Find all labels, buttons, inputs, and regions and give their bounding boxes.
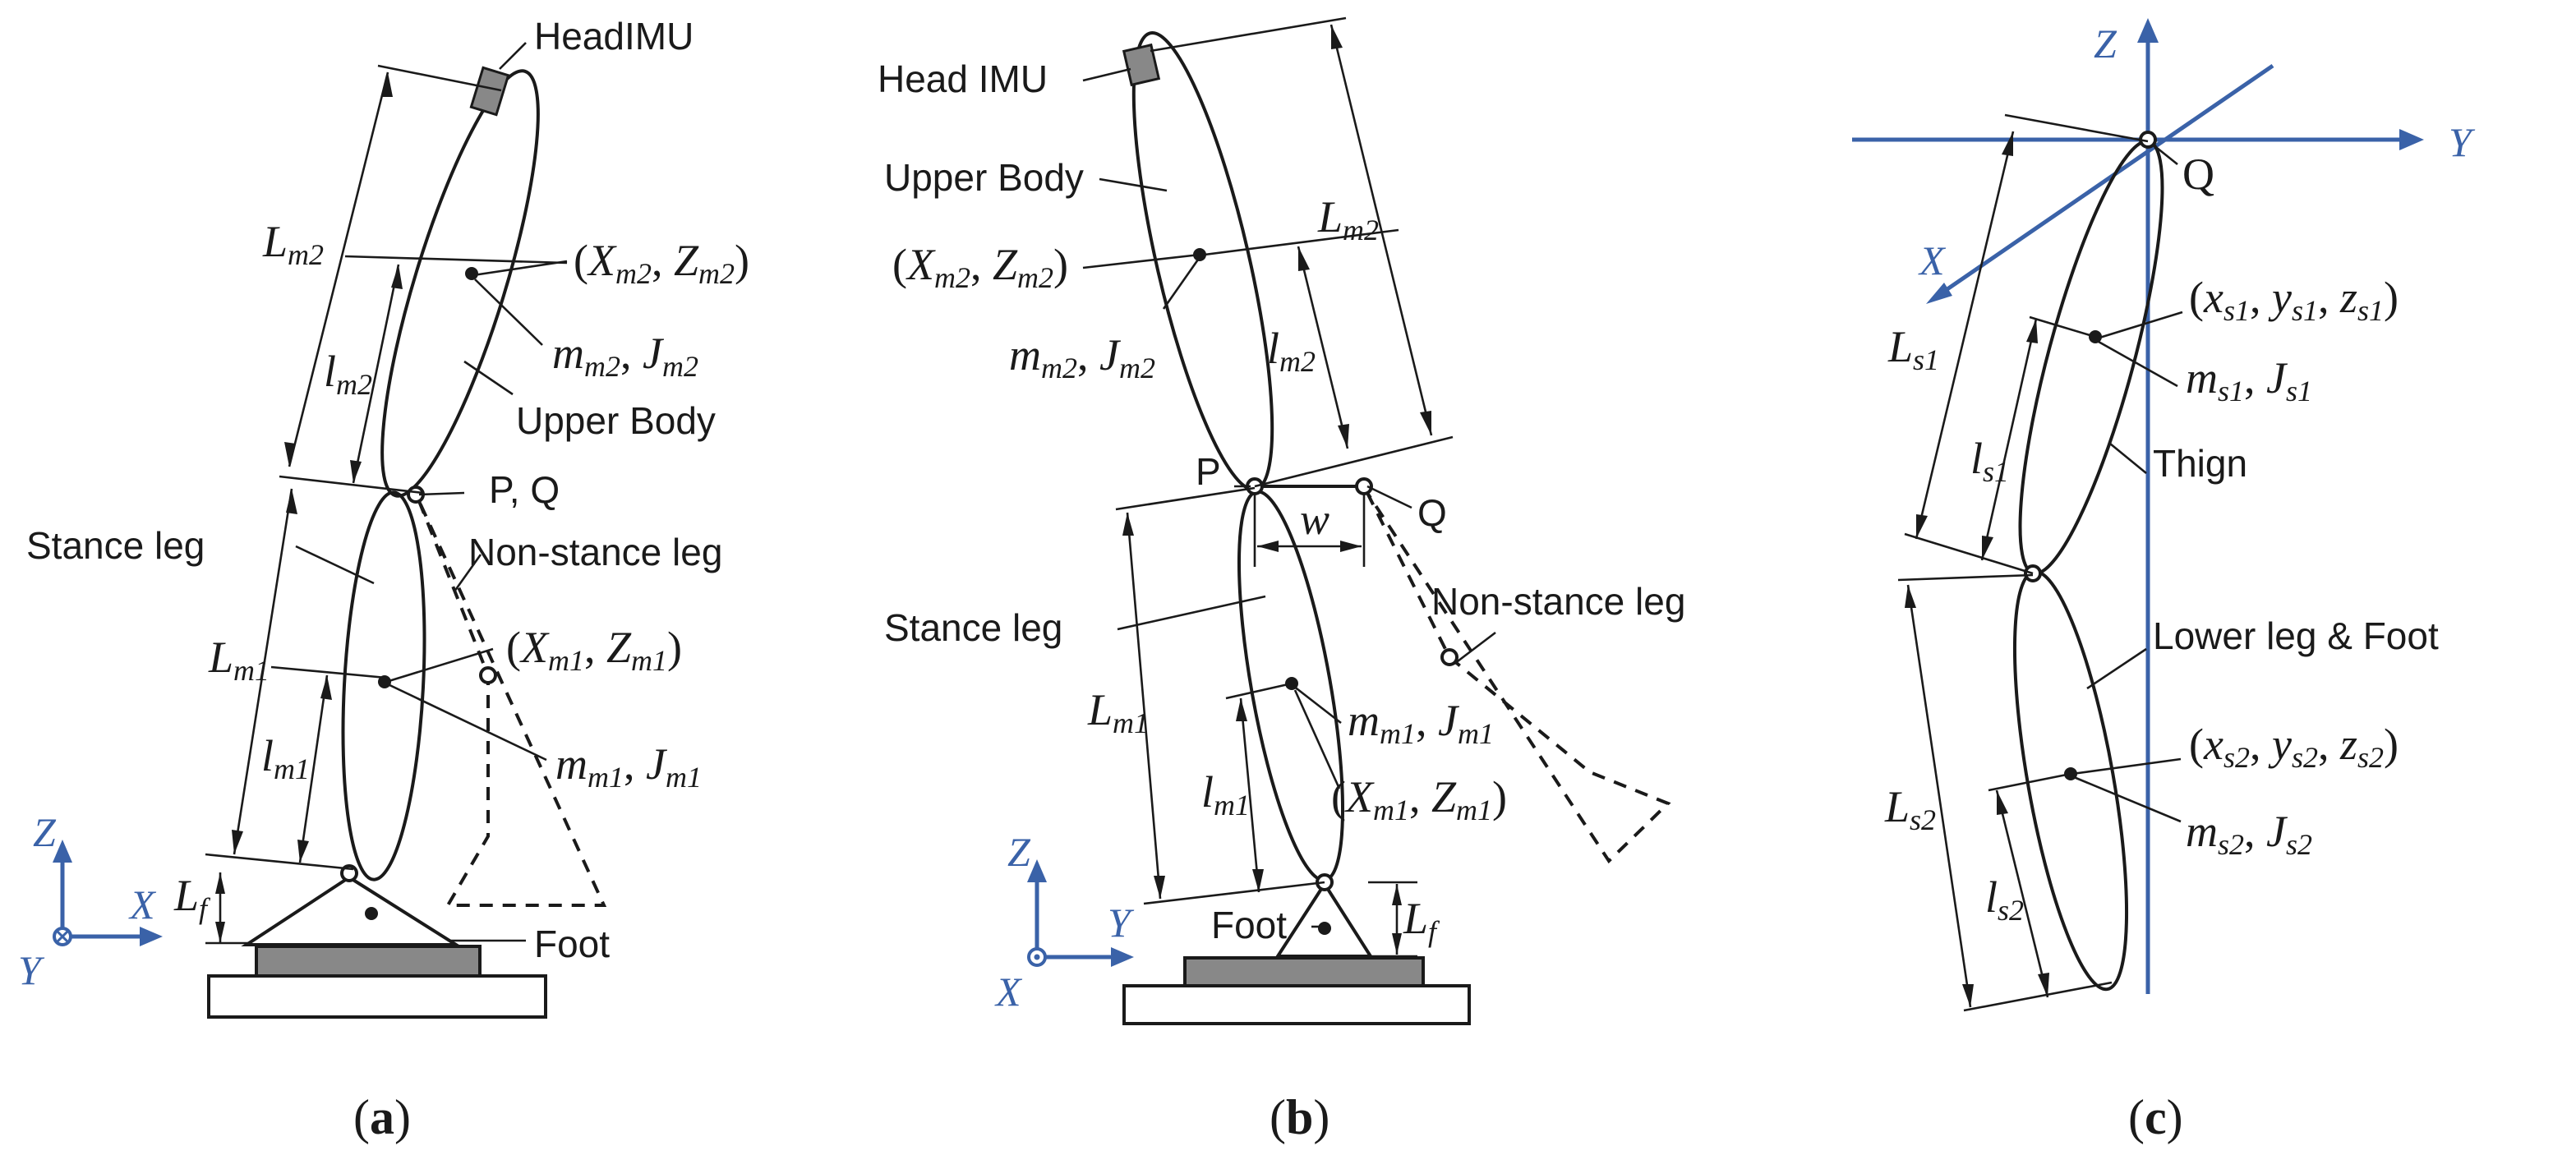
w-label-b: w [1300,495,1329,544]
axis-y-label-c: Y [2449,119,2476,165]
head-imu-label-b: Head IMU [878,58,1048,100]
pq-label-a: P, Q [489,468,560,511]
thigh-label-c: Thign [2153,442,2247,485]
axis-z-label-c: Z [2094,21,2117,67]
axis-z-label-b: Z [1007,829,1031,875]
stance-leg-label-a: Stance leg [26,524,205,567]
ground-block-b [1122,984,1471,1025]
com2-label-c: (xs2, ys2, zs2) [2189,720,2399,774]
head-imu-block-a [469,66,510,117]
non-stance-leg-label-b: Non-stance leg [1431,580,1685,623]
caption-c: (c) [2128,1090,2183,1144]
q-label-c: Q [2182,150,2214,199]
upper-body-com-a [465,267,478,280]
foot-label-b: Foot [1211,904,1287,946]
axes-a: Z X Y [18,809,163,993]
foot-plate-b [1183,956,1425,987]
ground-block-a [207,974,547,1019]
axis-y-label-b: Y [1108,900,1135,946]
caption-a: (a) [353,1090,411,1144]
non-stance-knee-b [1440,648,1459,666]
l1-label-c: ls1 [1970,434,2009,488]
L2-label-b: Lm2 [1317,192,1379,246]
axis-x-label-b: X [994,969,1023,1015]
foot-com-dot-a [365,907,378,920]
axis-y-label-a: Y [18,947,45,993]
panel-b: Head IMU Upper Body P Q Stance leg Non-s… [878,16,1685,1144]
mass2-label-a: mm2, Jm2 [552,329,698,383]
foot-triangle-a [241,875,462,946]
stance-leg-label-b: Stance leg [884,606,1062,649]
head-imu-block-b [1122,43,1161,87]
com1-label-c: (xs1, ys1, zs1) [2189,273,2399,327]
foot-com-dot-b [1318,922,1331,935]
mass2-label-c: ms2, Js2 [2186,807,2312,861]
mass1-label-a: mm1, Jm1 [555,739,702,794]
mass1-label-c: ms1, Js1 [2186,353,2312,407]
thigh-c [2018,139,2164,576]
non-stance-knee-a [479,666,497,684]
foot-triangle-b [1274,881,1374,958]
l1-label-a: lm1 [261,731,310,785]
L2-label-c: Ls2 [1884,782,1936,836]
com2-label-b: (Xm2, Zm2) [892,240,1068,294]
com2-label-a: (Xm2, Zm2) [574,236,749,290]
lower-leg-foot-label-c: Lower leg & Foot [2153,614,2439,657]
l2-label-b: lm2 [1267,324,1316,378]
head-imu-label-a: HeadIMU [534,15,694,58]
Lf-label-b: Lf [1403,894,1440,948]
L1-label-a: Lm1 [208,633,270,687]
axes-b: Z Y X [994,829,1135,1015]
Lf-label-a: Lf [173,871,211,925]
upper-body-a [380,69,540,498]
com1-label-b: (Xm1, Zm1) [1331,772,1507,826]
axes-c: Z Y X [1852,18,2476,994]
panel-a: HeadIMU Upper Body P, Q Stance leg Non-s… [18,15,749,1144]
L2-label-a: Lm2 [262,217,324,271]
stance-leg-a [341,490,426,881]
non-stance-leg-b [1366,491,1671,864]
com1-label-a: (Xm1, Zm1) [506,623,682,677]
mass1-label-b: mm1, Jm1 [1348,696,1494,750]
foot-plate-a [255,945,482,978]
non-stance-leg-label-a: Non-stance leg [468,531,722,573]
caption-b: (b) [1270,1090,1329,1144]
axis-x-label-a: X [128,881,157,927]
p-label-b: P [1196,450,1221,493]
upper-body-label-a: Upper Body [516,399,716,442]
L1-label-c: Ls1 [1887,322,1939,376]
l2-label-a: lm2 [324,347,372,401]
l1-label-b: lm1 [1201,767,1250,822]
axis-z-label-a: Z [33,809,57,855]
foot-label-a: Foot [534,923,610,965]
axis-x-label-c: X [1918,237,1947,283]
mass2-label-b: mm2, Jm2 [1009,330,1155,384]
upper-body-label-b: Upper Body [884,156,1084,199]
q-label-b: Q [1417,491,1447,534]
l2-label-c: ls2 [1985,872,2024,927]
L1-label-b: Lm1 [1087,685,1149,739]
panel-c: Z Y X [1852,18,2476,1144]
